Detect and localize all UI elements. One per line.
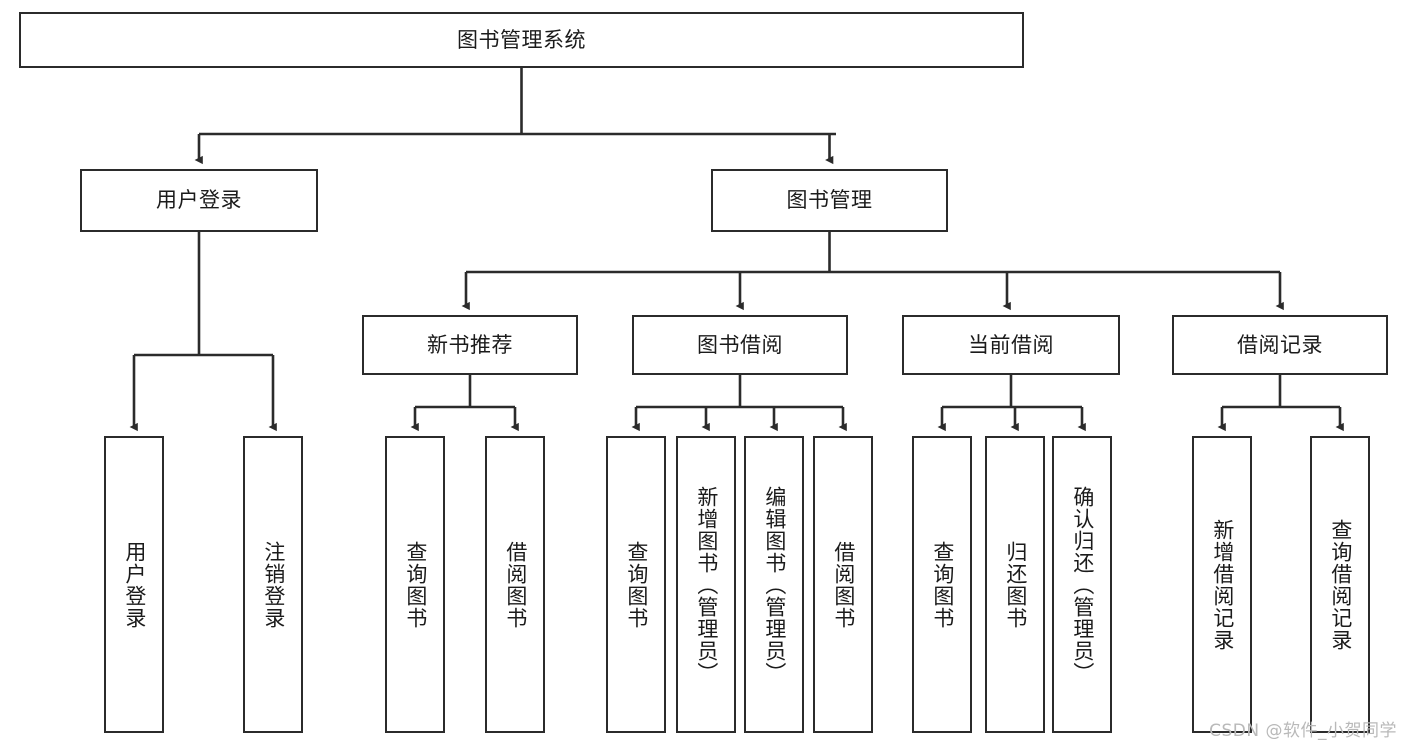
leaf-user-login-label: 用户登录 [122,540,147,629]
leaf-confirm-return-label: 确认归还（管理员） [1070,485,1095,684]
leaf-user-logout[interactable]: 注销登录 [243,436,303,733]
leaf-edit-book-label: 编辑图书（管理员） [762,485,787,684]
leaf-edit-book[interactable]: 编辑图书（管理员） [744,436,804,733]
leaf-add-book-label: 新增图书（管理员） [694,485,719,684]
node-book-borrow-label: 图书借阅 [697,332,783,357]
node-user-login-label: 用户登录 [156,188,242,212]
node-new-book-rec-label: 新书推荐 [427,332,513,357]
leaf-borrow-book-1[interactable]: 借阅图书 [485,436,545,733]
leaf-return-book-label: 归还图书 [1003,540,1028,629]
node-borrow-record-label: 借阅记录 [1237,332,1323,357]
node-current-borrow[interactable]: 当前借阅 [902,315,1120,375]
leaf-query-record-label: 查询借阅记录 [1328,518,1353,651]
leaf-confirm-return[interactable]: 确认归还（管理员） [1052,436,1112,733]
leaf-query-book-1[interactable]: 查询图书 [385,436,445,733]
node-root[interactable]: 图书管理系统 [19,12,1024,68]
node-current-borrow-label: 当前借阅 [968,332,1054,357]
leaf-user-login[interactable]: 用户登录 [104,436,164,733]
leaf-query-record[interactable]: 查询借阅记录 [1310,436,1370,733]
node-book-manage[interactable]: 图书管理 [711,169,948,232]
node-borrow-record[interactable]: 借阅记录 [1172,315,1388,375]
node-new-book-rec[interactable]: 新书推荐 [362,315,578,375]
leaf-query-book-2-label: 查询图书 [624,540,649,629]
leaf-add-record[interactable]: 新增借阅记录 [1192,436,1252,733]
leaf-add-record-label: 新增借阅记录 [1210,518,1235,651]
csdn-watermark: CSDN @软件_小贺同学 [1209,721,1397,741]
leaf-query-book-2[interactable]: 查询图书 [606,436,666,733]
node-root-label: 图书管理系统 [457,27,586,52]
leaf-query-book-1-label: 查询图书 [403,540,428,629]
node-book-manage-label: 图书管理 [786,188,873,212]
leaf-query-book-3-label: 查询图书 [930,540,955,629]
leaf-query-book-3[interactable]: 查询图书 [912,436,972,733]
leaf-user-logout-label: 注销登录 [261,540,286,629]
leaf-add-book[interactable]: 新增图书（管理员） [676,436,736,733]
leaf-borrow-book-1-label: 借阅图书 [503,540,528,629]
node-book-borrow[interactable]: 图书借阅 [632,315,848,375]
leaf-return-book[interactable]: 归还图书 [985,436,1045,733]
leaf-borrow-book-2-label: 借阅图书 [831,540,856,629]
leaf-borrow-book-2[interactable]: 借阅图书 [813,436,873,733]
node-user-login[interactable]: 用户登录 [80,169,318,232]
